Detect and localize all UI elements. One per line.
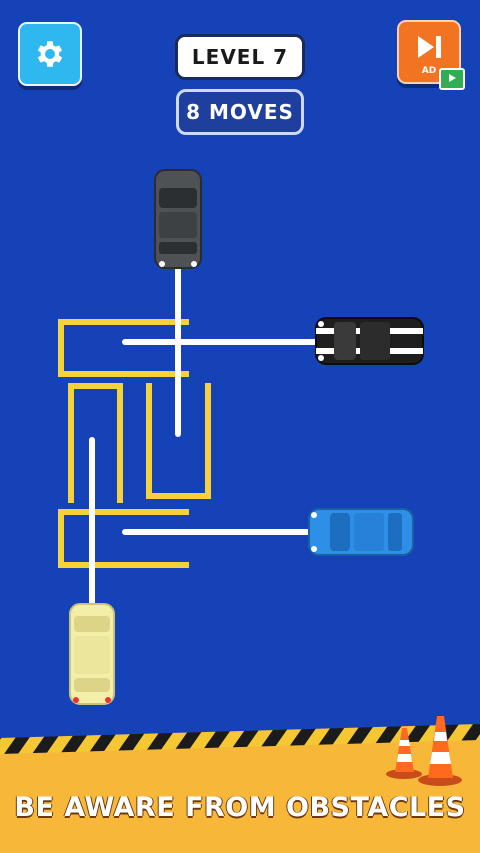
- parking-slot-center: [146, 383, 211, 499]
- footer-background: [0, 740, 480, 853]
- car-blue[interactable]: [308, 508, 414, 556]
- parking-slot-top: [58, 319, 189, 377]
- level-indicator: LEVEL 7: [175, 34, 305, 80]
- gear-icon: [37, 41, 63, 67]
- car-dark-gray[interactable]: [154, 169, 202, 269]
- parking-lines: [58, 319, 211, 568]
- skip-forward-icon: [418, 36, 441, 58]
- clapperboard-icon: [439, 68, 465, 90]
- traffic-cone-icon: [418, 716, 462, 786]
- parking-slot-bottom: [58, 509, 189, 568]
- parking-slot-left-tall: [68, 383, 123, 503]
- moves-counter: 8 MOVES: [176, 89, 304, 135]
- car-paths: [89, 259, 321, 611]
- car-cream[interactable]: [69, 603, 115, 705]
- footer-banner: [0, 716, 480, 853]
- tagline: BE AWARE FROM OBSTACLES: [14, 792, 466, 823]
- traffic-cone-icon: [386, 728, 422, 779]
- ad-badge: AD: [421, 66, 437, 76]
- hazard-stripe: [0, 724, 480, 756]
- car-black-white-striped[interactable]: [315, 317, 424, 365]
- skip-level-ad-button[interactable]: AD: [397, 20, 465, 90]
- settings-button[interactable]: [18, 22, 82, 86]
